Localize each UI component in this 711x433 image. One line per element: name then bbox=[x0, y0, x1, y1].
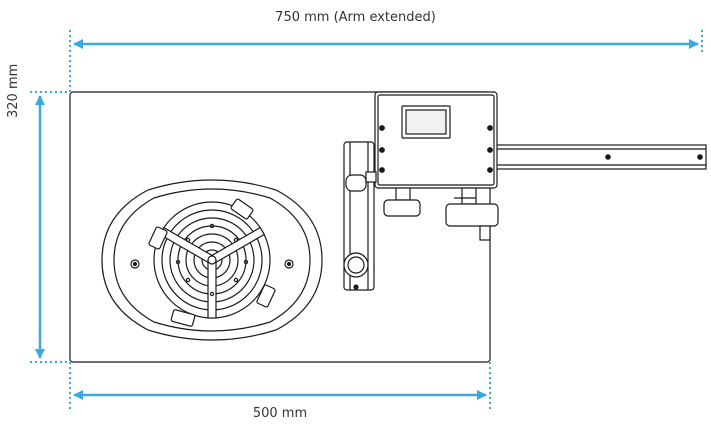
arm-screw-end bbox=[697, 154, 703, 160]
height-label: 320 mm bbox=[6, 63, 21, 118]
bracket bbox=[343, 141, 377, 291]
jaw-clamps bbox=[148, 198, 276, 327]
arm-screw bbox=[605, 154, 611, 160]
dimension-arrows bbox=[35, 39, 699, 400]
knob-right bbox=[445, 203, 499, 227]
knob-left bbox=[383, 199, 421, 217]
arm bbox=[495, 144, 707, 170]
controller-housing bbox=[374, 91, 498, 189]
extension-lines bbox=[30, 30, 703, 412]
base-width-label: 500 mm bbox=[252, 406, 308, 421]
control-knobs bbox=[383, 187, 499, 241]
bracket-clamp-top bbox=[345, 174, 367, 192]
overall-width-label: 750 mm (Arm extended) bbox=[275, 10, 436, 25]
chuck bbox=[153, 201, 271, 319]
